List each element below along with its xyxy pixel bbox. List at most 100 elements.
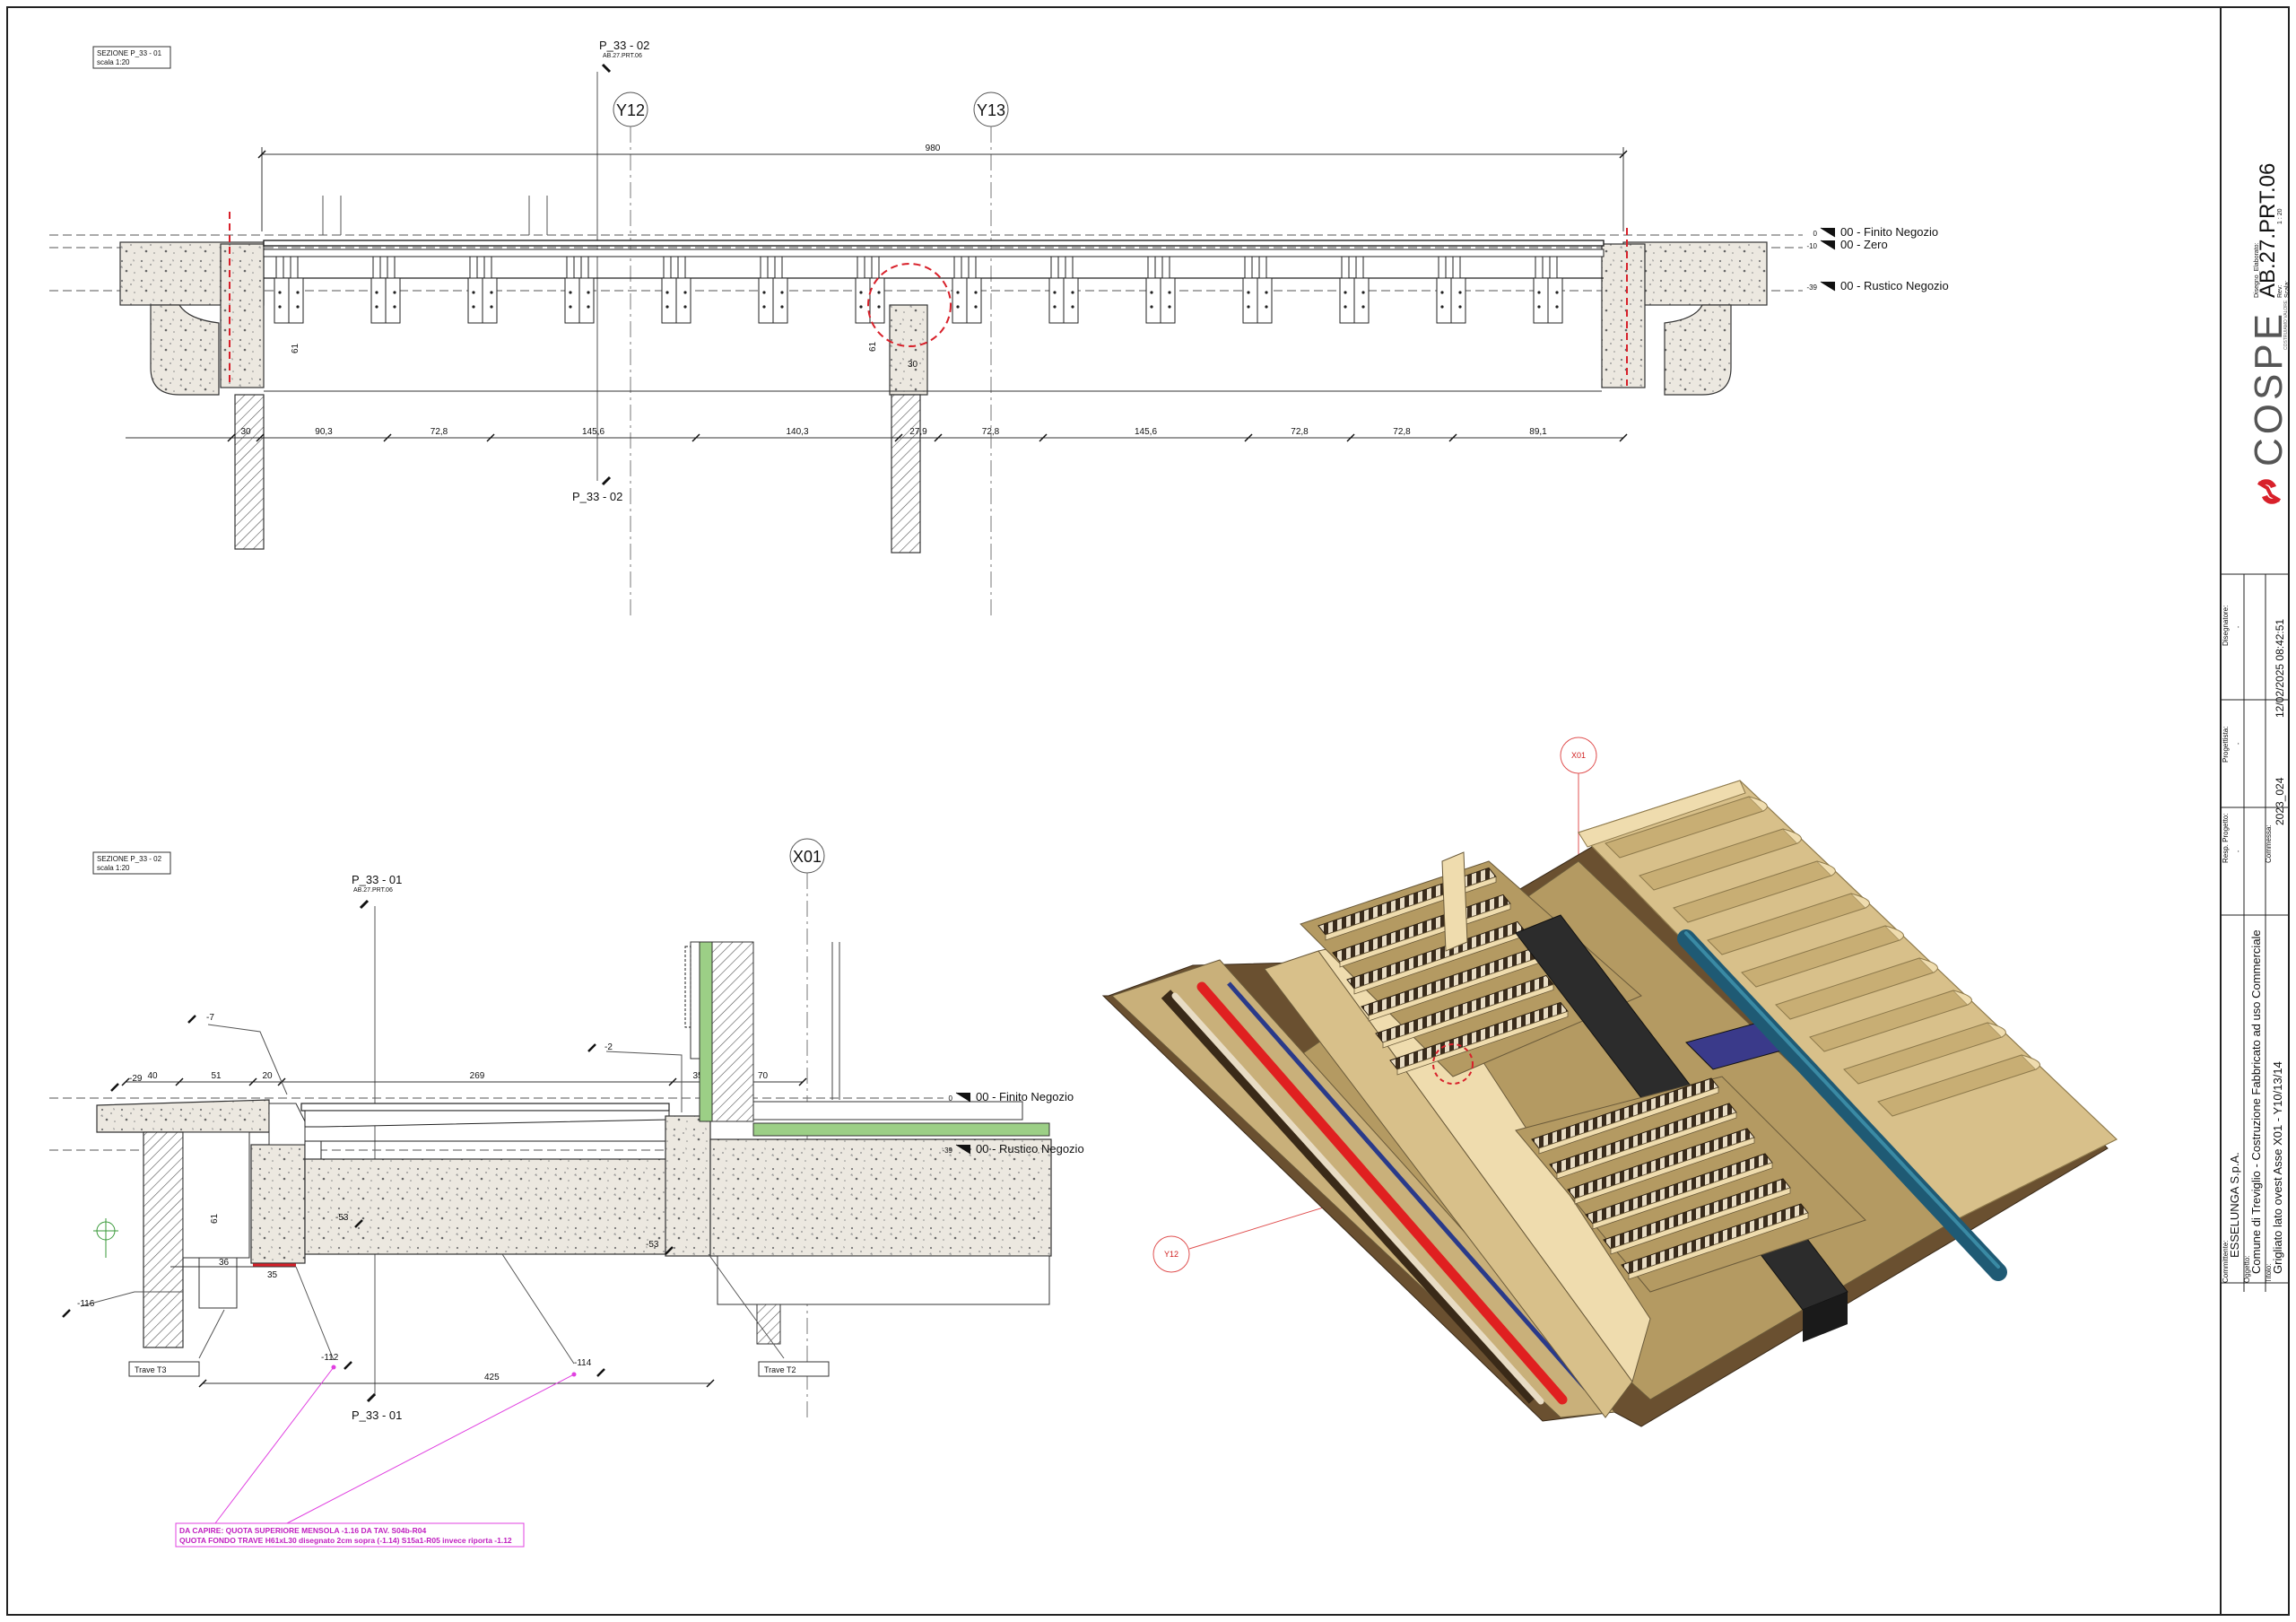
grate-row	[1621, 1203, 1809, 1280]
section1-scale: scala 1:20	[97, 58, 130, 66]
section-p33-01: SEZIONE P_33 - 01 scala 1:20 Y12 Y13 P_3…	[49, 39, 1949, 619]
trave-t3-tag: Trave T3	[128, 1361, 200, 1377]
dim-label: 70	[758, 1071, 769, 1081]
dim-30: 30	[908, 360, 918, 370]
bracket	[1533, 256, 1563, 324]
dim-label: 72,8	[430, 427, 448, 437]
section1-right-slab	[1601, 241, 1768, 396]
section2-left-structure	[93, 1099, 306, 1348]
dim-425: 425	[484, 1373, 500, 1382]
drawing-number-label: Disegno_Elaborato:	[2254, 242, 2260, 298]
rib	[1673, 860, 1836, 923]
dim-left-61: 61	[291, 343, 300, 353]
spot-minus53-left: -53	[335, 1213, 349, 1223]
section2-label: SEZIONE P_33 - 02 scala 1:20	[92, 851, 171, 875]
rib	[1639, 828, 1802, 891]
section1-label: SEZIONE P_33 - 01 scala 1:20	[92, 46, 171, 69]
resp-label: Resp. Progetto:	[2222, 813, 2230, 863]
revision-note: DA CAPIRE: QUOTA SUPERIORE MENSOLA -1.16…	[175, 1365, 577, 1548]
section2-title: SEZIONE P_33 - 02	[97, 855, 162, 863]
railing-posts	[322, 196, 548, 235]
dim-label: 90,3	[315, 427, 333, 437]
spot-minus2: -2	[604, 1042, 613, 1052]
svg-text:00 - Zero: 00 - Zero	[1840, 238, 1888, 251]
dim-label: 145,6	[582, 427, 604, 437]
grate-row	[1585, 1153, 1773, 1230]
section1-left-slab	[119, 241, 265, 550]
commessa-value: 2023_024	[2274, 777, 2286, 825]
grate-row	[1375, 974, 1554, 1049]
cut-marker-section2: P_33 - 01 AB.27.PRT.06 P_33 - 01	[352, 873, 402, 1422]
logo-sub: COSTRUIAMO VALORE	[2283, 300, 2289, 350]
dim-tick	[256, 433, 265, 442]
cut-marker-top: P_33 - 02 AB.27.PRT.06 P_33 - 02	[572, 39, 649, 503]
cut2-top-ref: AB.27.PRT.06	[353, 887, 393, 894]
scale-label: Scala:	[2284, 280, 2291, 298]
section2-grating	[300, 1103, 670, 1160]
bracket	[758, 256, 788, 324]
section2-concrete-fill	[304, 1158, 675, 1255]
bracket	[467, 256, 498, 324]
dim-label: 140,3	[786, 427, 808, 437]
spot-minus114: -114	[574, 1358, 592, 1368]
oggetto-value: Comune di Treviglio - Costruzione Fabbri…	[2249, 929, 2263, 1274]
view3d-x01-label: X01	[1571, 751, 1586, 760]
cut2-top-label: P_33 - 01	[352, 873, 402, 886]
axonometric-view: X01 Y12	[1101, 737, 2118, 1427]
svg-text:0: 0	[1813, 230, 1818, 238]
oggetto-label: Oggetto:	[2243, 1255, 2251, 1283]
view3d-blue-pipe	[1677, 929, 2007, 1281]
svg-text:-39: -39	[1806, 283, 1817, 292]
bracket	[564, 256, 595, 324]
rib	[1741, 925, 1904, 988]
dim-tick	[227, 433, 236, 442]
rib	[1605, 796, 1768, 859]
commessa-label: Commessa:	[2265, 824, 2273, 863]
drawing-number: AB.27.PRT.06	[2256, 163, 2280, 298]
trave-t2-tag: Trave T2	[758, 1361, 830, 1377]
spot-elevations: -7 -29 -2 -53 -53 -116 -112 -114 61	[77, 1013, 659, 1368]
grid-y13-label: Y13	[977, 101, 1005, 119]
dim-tick	[1346, 433, 1355, 442]
dim-label: 40	[147, 1071, 158, 1081]
grate-row	[1603, 1178, 1791, 1255]
progettista-value: -	[2236, 742, 2242, 745]
dim-tick	[383, 433, 392, 442]
view3d-ribbed-slab	[1577, 780, 2118, 1221]
dim-tick	[1448, 433, 1457, 442]
dim-tick	[691, 433, 700, 442]
dim-label: 27,9	[909, 427, 927, 437]
grid-x01-label: X01	[793, 848, 822, 866]
logo-text: COSPE	[2247, 310, 2291, 467]
bracket	[855, 256, 885, 324]
dim-tick	[1619, 433, 1628, 442]
section1-title: SEZIONE P_33 - 01	[97, 49, 162, 57]
scale-value: 1 : 20	[2277, 208, 2283, 224]
bracket	[661, 256, 691, 324]
titolo-value: Grigliato lato ovest Asse X01 - Y10/13/1…	[2271, 1061, 2284, 1274]
dim-label: 269	[470, 1071, 485, 1081]
bracket	[952, 256, 982, 324]
committente-label: Committente:	[2222, 1240, 2230, 1283]
dim-label: 30	[240, 427, 251, 437]
bracket	[370, 256, 401, 324]
spot-minus29: -29	[129, 1074, 143, 1084]
progettista-label: Progettista:	[2222, 727, 2230, 763]
grate-row	[1531, 1077, 1719, 1155]
sheet-border	[6, 6, 2290, 1616]
section2-leaders	[80, 1024, 785, 1365]
cospe-logo: COSPE COSTRUIAMO VALORE	[2247, 300, 2291, 504]
titolo-label: Titolo:	[2265, 1264, 2273, 1284]
cut-top-label: P_33 - 02	[599, 39, 649, 52]
dim-label: 20	[262, 1071, 273, 1081]
dim-label: 89,1	[1529, 427, 1547, 437]
red-boundary-lines	[229, 212, 1628, 386]
bracket	[1145, 256, 1176, 324]
dim-mid-61: 61	[868, 341, 878, 352]
bracket	[274, 256, 304, 324]
